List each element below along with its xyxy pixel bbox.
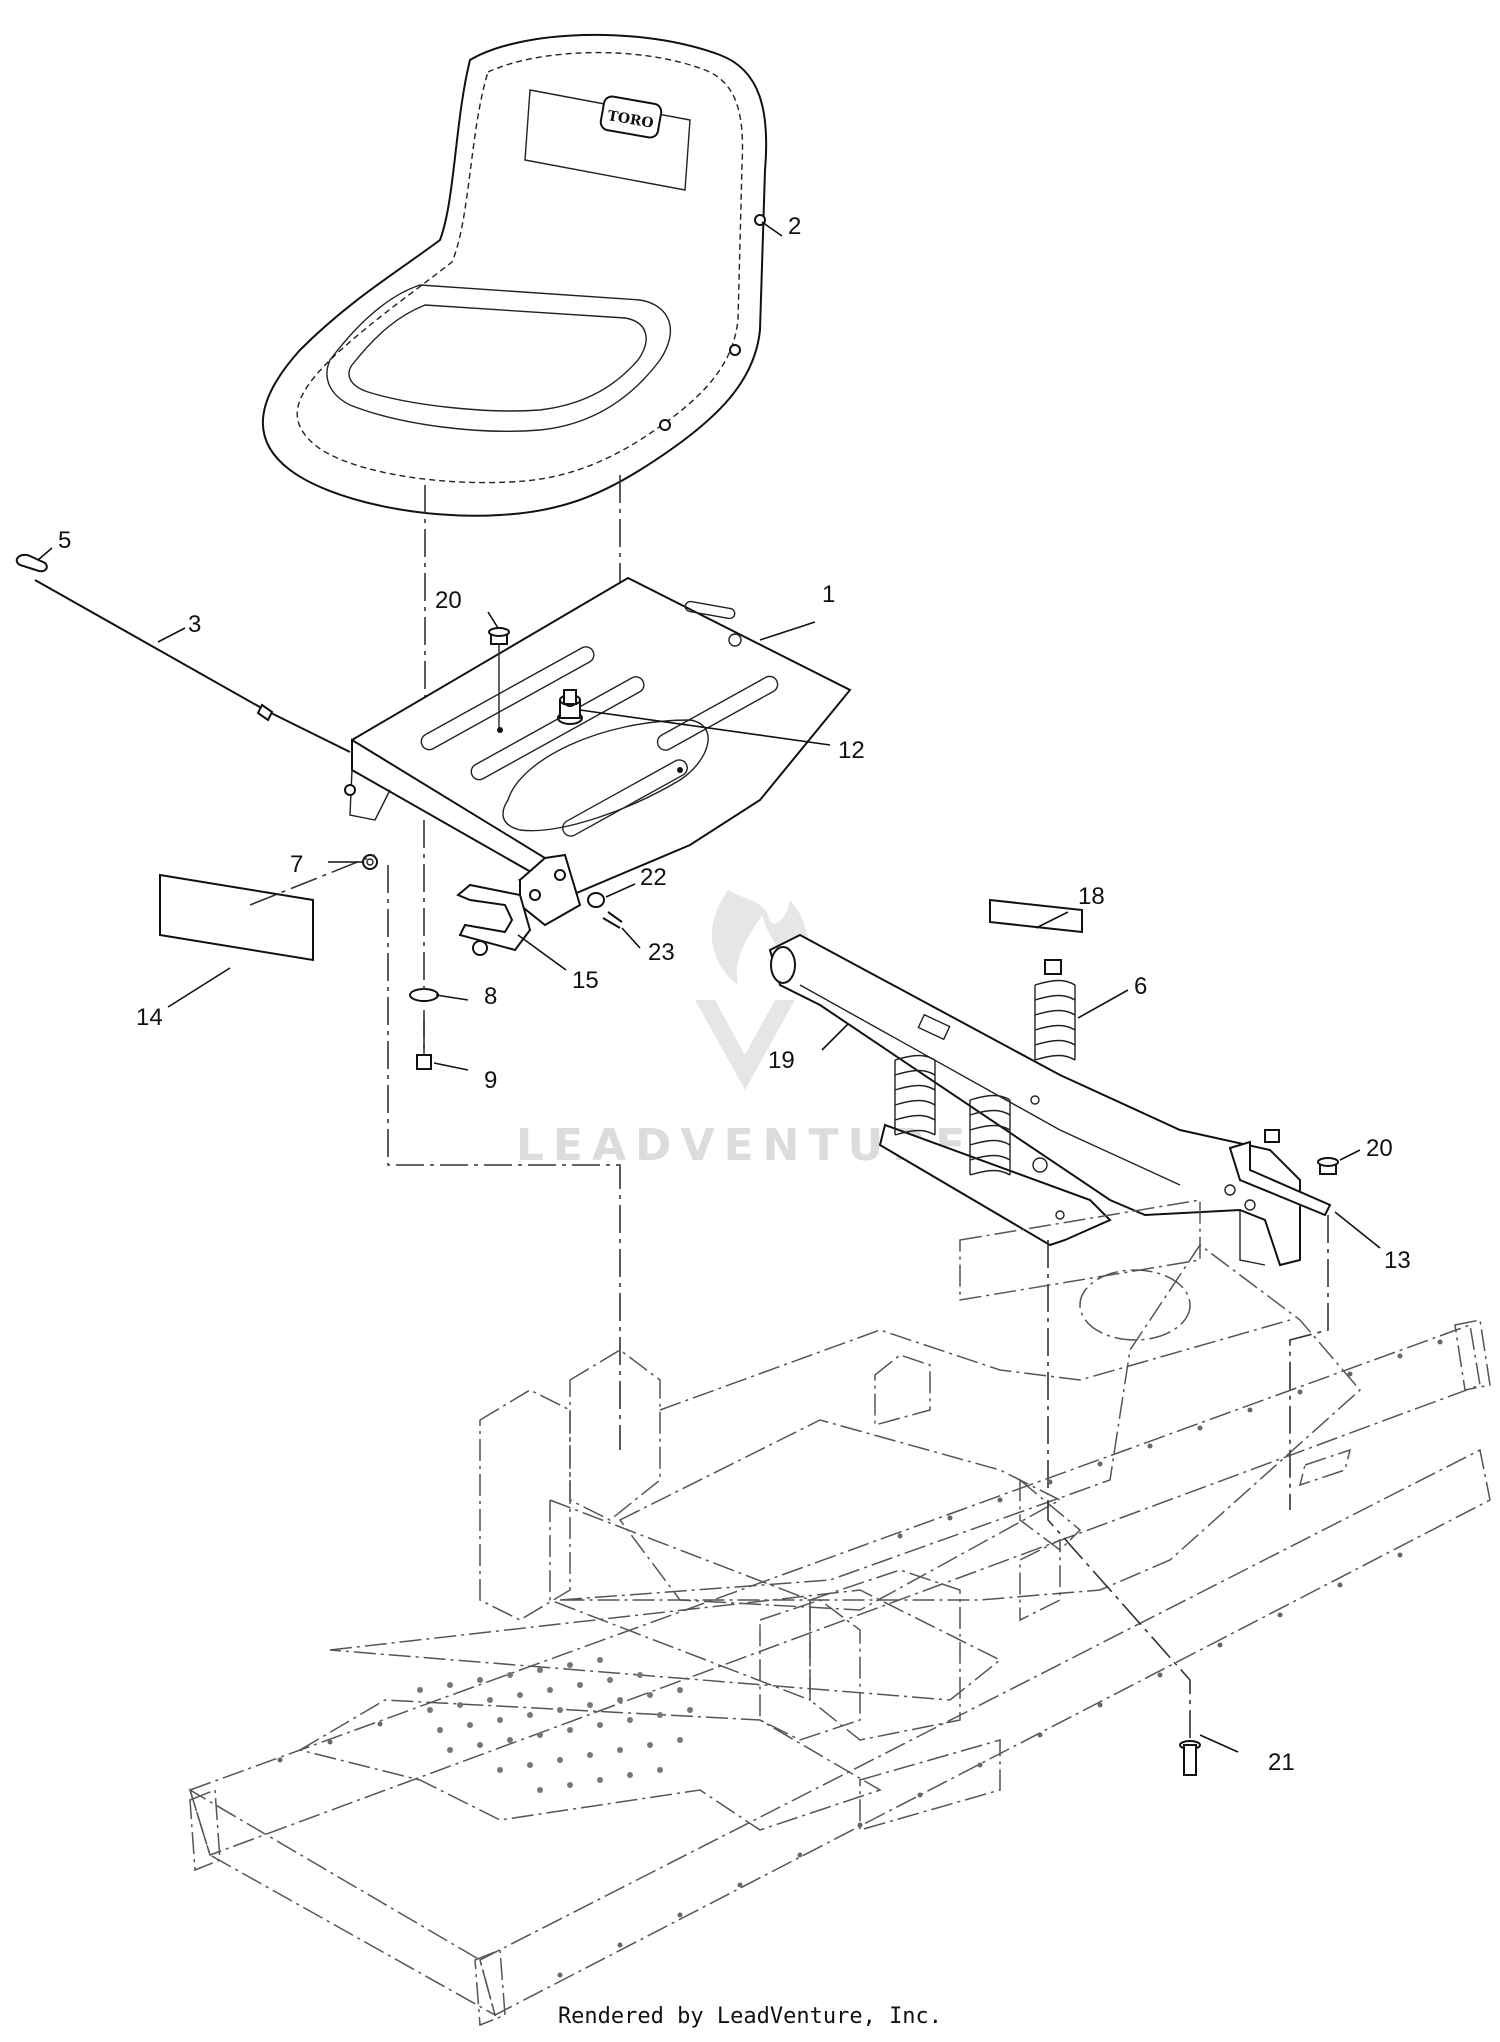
flame-icon [711,890,808,985]
bracket-15 [456,883,532,952]
callout-15: 15 [572,967,599,994]
callout-21: 21 [1268,1749,1295,1776]
rod [34,579,351,753]
callout-20-top: 20 [435,587,462,614]
callout-1: 1 [822,581,835,608]
decal-14 [159,873,314,962]
floor-perforations [417,1657,693,1793]
leader-lines [37,221,1381,1753]
decal-18 [989,898,1083,934]
callout-6: 6 [1134,973,1147,1000]
v-logo-icon [695,1000,795,1090]
callout-23: 23 [648,939,675,966]
callout-2: 2 [788,213,801,240]
seat: TORO [261,33,768,517]
bolt-21 [1179,1740,1201,1776]
toro-logo-badge [599,95,663,139]
bracket-13 [1228,1140,1332,1217]
callout-7: 7 [290,851,303,878]
callout-3: 3 [188,611,201,638]
callout-14: 14 [136,1004,163,1031]
callouts: 1 2 3 5 6 7 8 9 12 13 14 15 18 19 20 20 … [58,213,1411,1776]
hairpin-clip [15,554,48,573]
suspension-assembly [768,933,1301,1267]
callout-13: 13 [1384,1247,1411,1274]
callout-22: 22 [640,864,667,891]
callout-5: 5 [58,527,71,554]
tractor-frame [188,1199,1491,2027]
toro-logo-text: TORO [606,108,655,132]
footer-credit: Rendered by LeadVenture, Inc. [557,2004,943,2029]
callout-20-right: 20 [1366,1135,1393,1162]
callout-18: 18 [1078,883,1105,910]
callout-9: 9 [484,1067,497,1094]
frame-holes [277,1339,1443,1978]
callout-8: 8 [484,983,497,1010]
seat-pan [344,576,852,927]
callout-12: 12 [838,737,865,764]
bolt-20-top [488,627,510,730]
callout-19: 19 [768,1047,795,1074]
